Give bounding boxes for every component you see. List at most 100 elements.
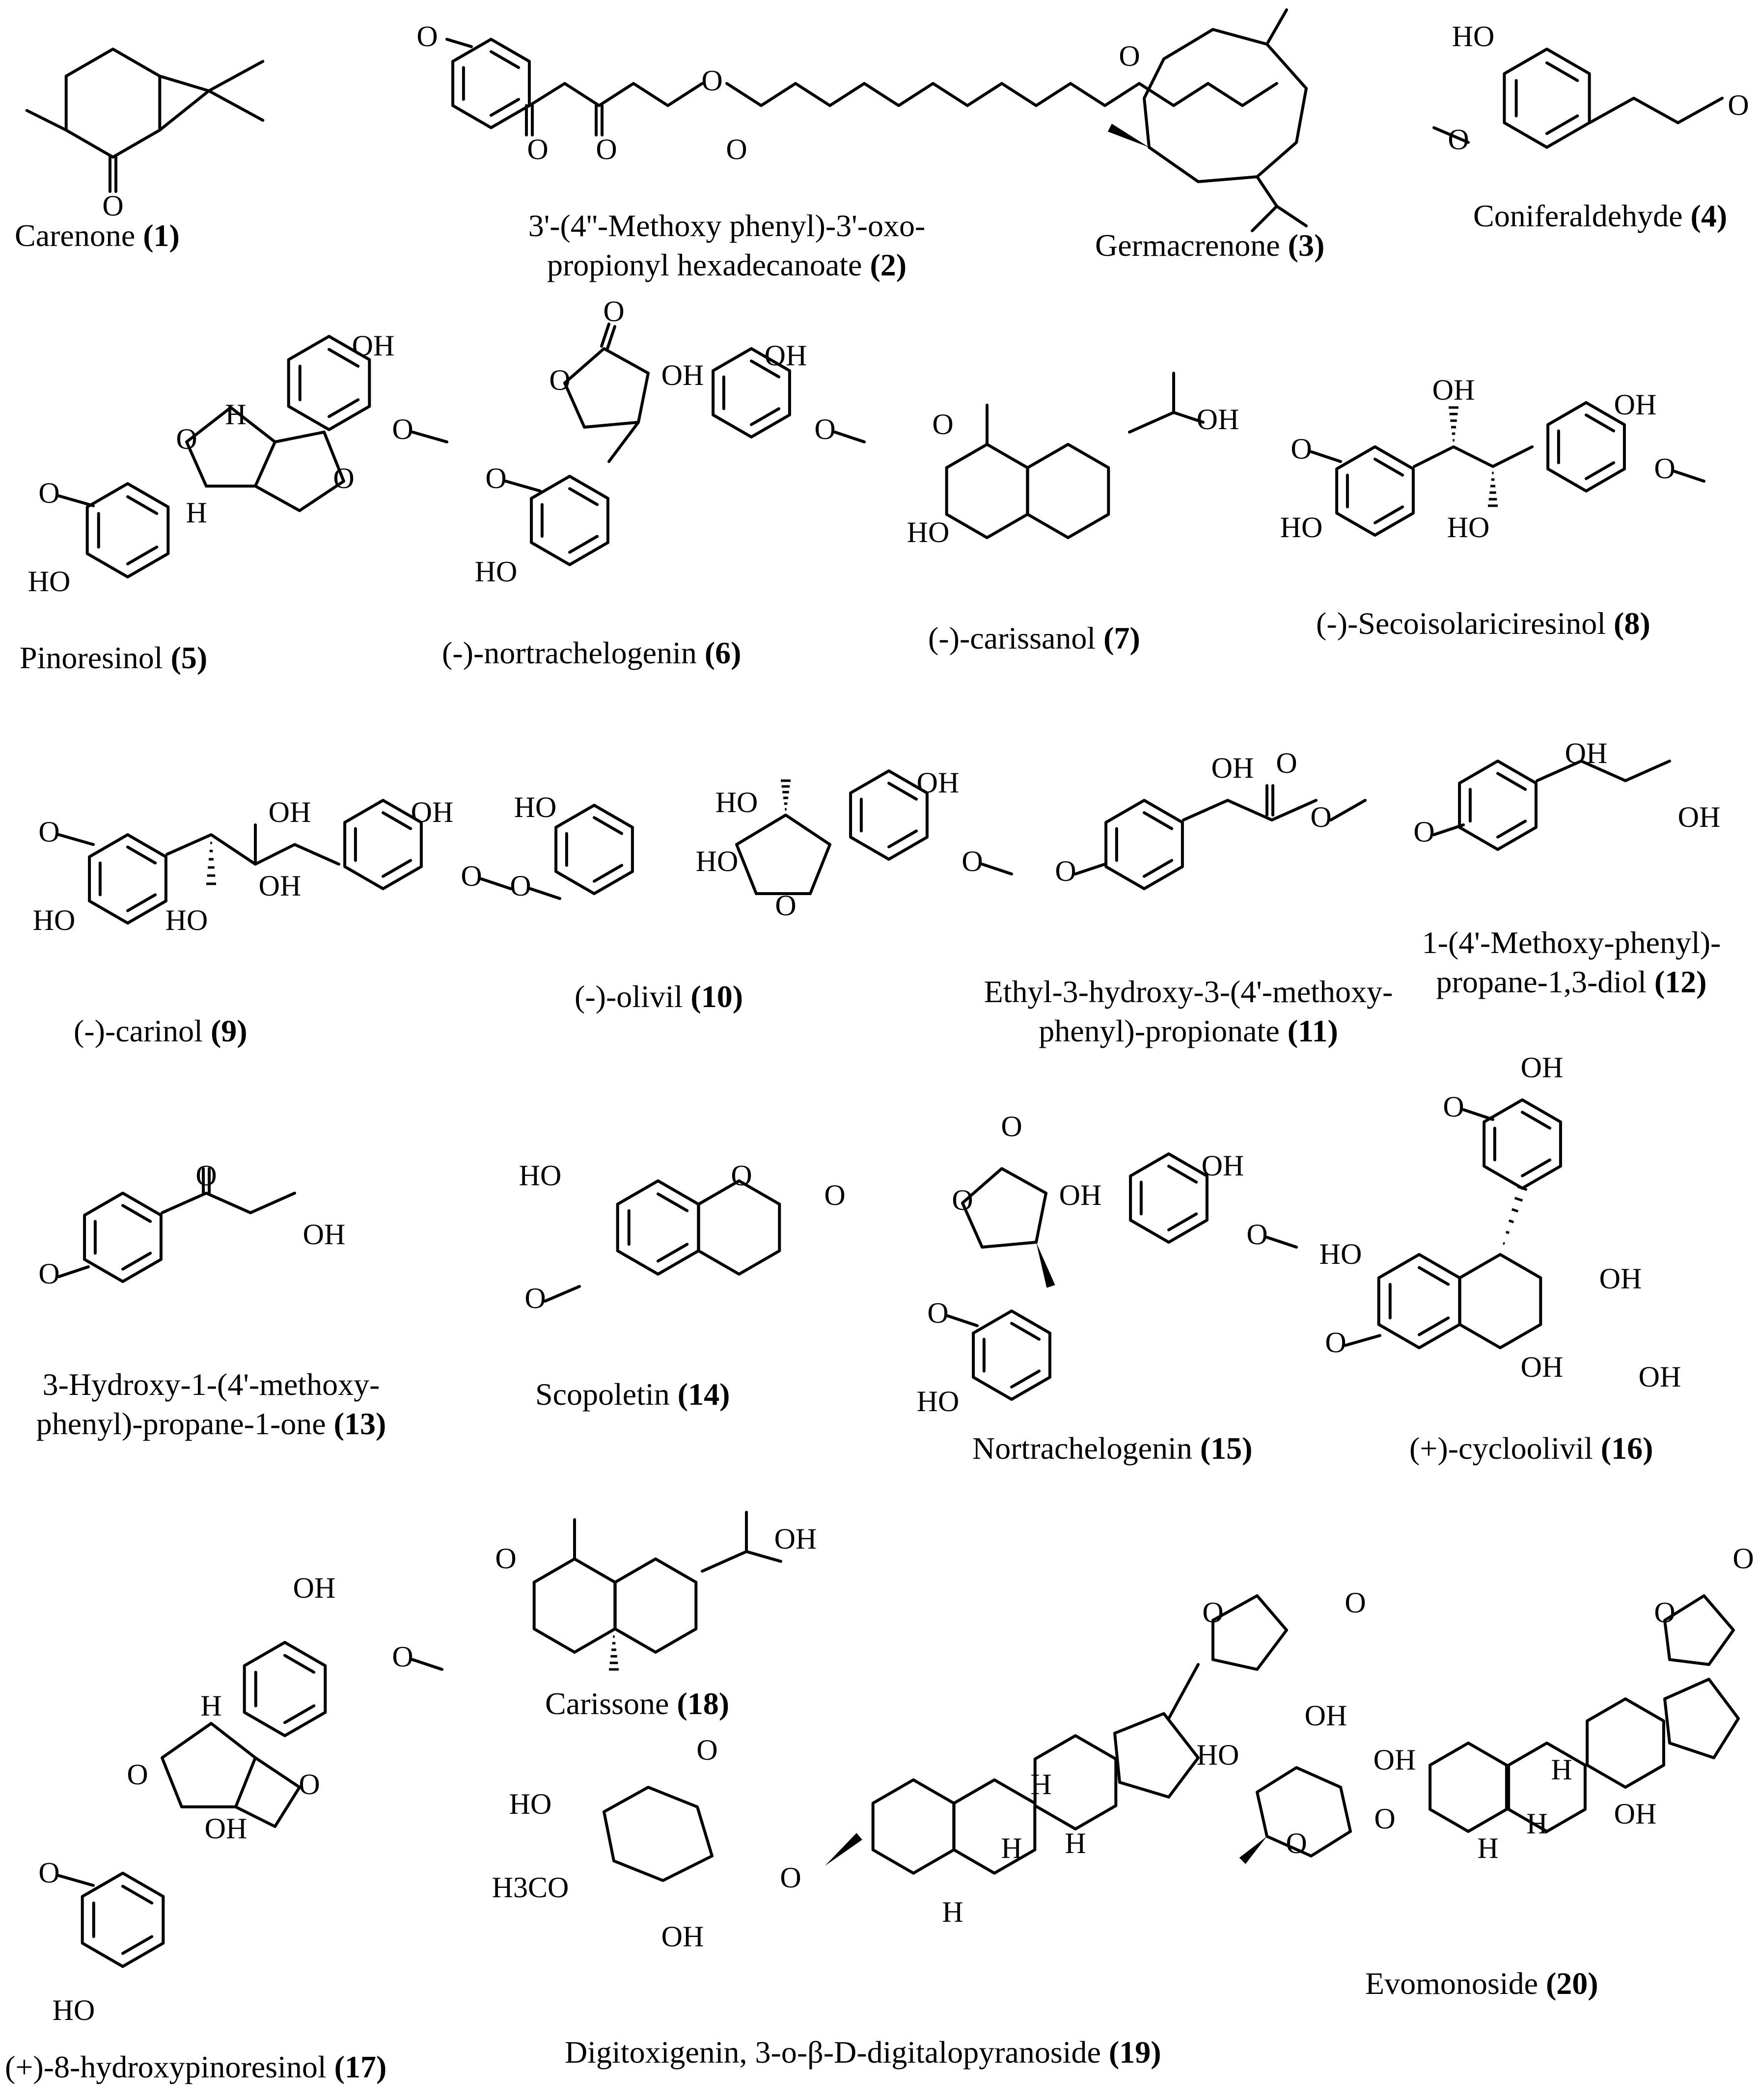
aromatic-bond <box>568 487 599 506</box>
bond <box>57 833 95 846</box>
atom-label: O <box>1119 40 1140 72</box>
aromatic-bond <box>1418 1316 1450 1336</box>
atom-label: O <box>392 413 413 445</box>
atom-label: H <box>942 1896 963 1928</box>
atom-label: HO <box>1319 1238 1362 1270</box>
wedge-bond <box>1107 123 1149 147</box>
bond <box>480 877 512 890</box>
atom-label: O <box>1001 1110 1022 1143</box>
atom-label: O <box>38 816 59 848</box>
bond <box>735 814 831 895</box>
atom-label: O <box>549 364 570 396</box>
caption-compound-18: Carissone (18) <box>545 1686 730 1721</box>
atom-label: H3CO <box>492 1871 569 1904</box>
aromatic-bond <box>1585 461 1616 480</box>
atom-label: OH <box>661 359 704 391</box>
atom-label: OH <box>1565 737 1608 769</box>
aromatic-bond <box>1010 1322 1041 1341</box>
atom-label: O <box>603 295 624 327</box>
bond <box>1033 1734 1118 1830</box>
bond <box>161 1722 257 1808</box>
bond <box>1588 97 1724 124</box>
bond <box>1310 450 1342 463</box>
bond <box>1344 1334 1381 1347</box>
bond <box>1458 1253 1542 1349</box>
bond <box>1251 175 1308 232</box>
aromatic-bond <box>382 811 412 830</box>
bond <box>1143 28 1308 183</box>
bond <box>1265 1236 1298 1249</box>
bond <box>697 1179 781 1276</box>
atom-label: O <box>1202 1596 1223 1629</box>
wedge-bond <box>825 1833 862 1866</box>
atom-label: O <box>485 462 506 494</box>
aromatic-bond <box>490 98 521 117</box>
atom-label: HO <box>519 1159 562 1192</box>
bond <box>981 863 1013 875</box>
atom-label: HO <box>33 904 76 936</box>
atom-label: H <box>1030 1768 1051 1800</box>
bond <box>1663 1678 1740 1759</box>
wedge-bond <box>1036 1242 1055 1288</box>
caption-compound-7: (-)-carissanol (7) <box>928 621 1140 655</box>
bond <box>1074 863 1106 875</box>
bond <box>1503 48 1591 149</box>
caption-compound-3: Germacrenone (3) <box>1095 228 1325 263</box>
atom-label: H <box>1526 1807 1547 1840</box>
bond <box>833 431 866 443</box>
aromatic-bond <box>1585 413 1616 433</box>
atom-label: HO <box>907 516 950 548</box>
bond <box>972 1309 1051 1401</box>
aromatic-bond <box>121 1884 154 1905</box>
bond <box>57 494 95 507</box>
aromatic-bond <box>1545 114 1579 135</box>
atom-label: H <box>200 1690 221 1722</box>
aromatic-bond <box>283 1654 316 1674</box>
bond <box>254 431 345 512</box>
atom-label: OH <box>269 796 311 828</box>
caption-compound-20: Evomonoside (20) <box>1365 1966 1598 2001</box>
bond <box>1432 823 1465 836</box>
bond <box>725 82 1278 107</box>
bond <box>1663 1594 1735 1666</box>
atom-label: OH <box>765 339 807 372</box>
bond <box>85 482 170 578</box>
atom-label: O <box>1728 89 1749 121</box>
atom-label: O <box>1413 816 1434 848</box>
bond <box>83 1192 163 1283</box>
atom-label: O <box>461 860 482 892</box>
atom-label: OH <box>1305 1699 1347 1732</box>
aromatic-bond <box>593 816 624 835</box>
atom-label: O <box>176 423 197 455</box>
bond <box>1211 1594 1288 1671</box>
atom-label: H <box>1065 1827 1086 1859</box>
atom-label: O <box>726 133 747 165</box>
bond <box>528 82 704 107</box>
bond <box>1104 799 1184 890</box>
bond <box>529 887 561 900</box>
caption-compound-17: (+)-8-hydroxypinoresinol (17) <box>5 2049 387 2084</box>
bond <box>1429 1742 1508 1833</box>
aromatic-bond <box>887 782 918 801</box>
atom-label: HO <box>509 1788 552 1820</box>
atom-label: HO <box>1280 511 1323 544</box>
atom-label: HO <box>696 845 739 877</box>
hashed-bond <box>1488 471 1498 507</box>
atom-label: OH <box>774 1523 817 1555</box>
atom-label: OH <box>1521 1351 1564 1383</box>
atom-label: O <box>1055 855 1076 887</box>
aromatic-bond <box>887 829 918 848</box>
atom-label: H <box>1551 1753 1572 1786</box>
aromatic-bond <box>750 359 781 379</box>
atom-label: O <box>962 845 983 877</box>
atom-label: O <box>927 1297 948 1329</box>
bond <box>451 38 531 129</box>
aromatic-bond <box>121 1935 154 1955</box>
